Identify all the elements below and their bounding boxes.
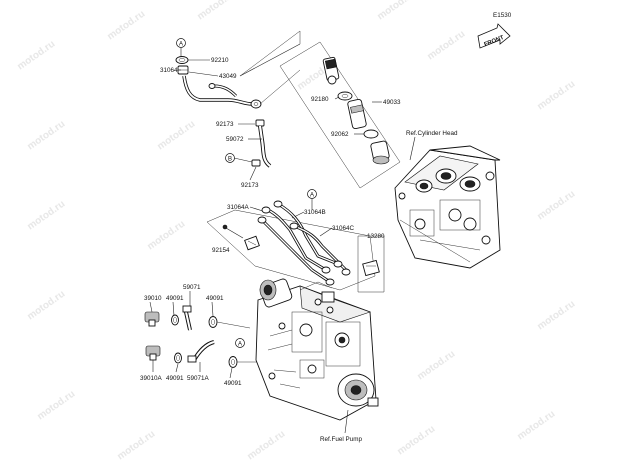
watermark-text: motod.ru bbox=[35, 389, 77, 423]
fuel-pipe-31064 bbox=[182, 75, 262, 109]
marker-a-label: A bbox=[179, 42, 183, 48]
ref-cylinder-head: Ref.Cylinder Head bbox=[406, 130, 458, 137]
ref-fuel-pump: Ref.Fuel Pump bbox=[320, 436, 362, 443]
watermark-text: motod.ru bbox=[145, 219, 187, 253]
watermark-text: motod.ru bbox=[395, 424, 437, 458]
marker-a-lower: A bbox=[235, 338, 245, 348]
marker-b-label: B bbox=[228, 157, 232, 163]
watermark-text: motod.ru bbox=[415, 349, 457, 383]
label-49091-d: 49091 bbox=[224, 380, 242, 387]
label-92180: 92180 bbox=[311, 96, 329, 103]
washer-49091-c bbox=[174, 352, 182, 364]
washer-92180 bbox=[337, 91, 353, 101]
watermark-text: motod.ru bbox=[15, 39, 57, 73]
watermark-text: motod.ru bbox=[375, 0, 417, 22]
label-92173-lower: 92173 bbox=[241, 182, 259, 189]
label-43049: 43049 bbox=[219, 73, 237, 80]
fuel-pump bbox=[255, 278, 379, 421]
watermark-text: motod.ru bbox=[195, 0, 237, 22]
banjo-bolt-39010 bbox=[144, 311, 160, 327]
diagram-code: E1530 bbox=[493, 12, 512, 19]
watermark-text: motod.ru bbox=[425, 29, 467, 63]
label-49091-b: 49091 bbox=[206, 295, 224, 302]
label-59072: 59072 bbox=[226, 136, 244, 143]
injection-pipes bbox=[206, 200, 376, 291]
watermark-text: motod.ru bbox=[245, 429, 287, 463]
watermark-text: motod.ru bbox=[535, 79, 577, 113]
label-39010a: 39010A bbox=[140, 375, 163, 382]
marker-a-middle-label: A bbox=[310, 193, 314, 199]
label-39010: 39010 bbox=[144, 295, 162, 302]
watermark-text: motod.ru bbox=[105, 9, 147, 43]
watermark-text: motod.ru bbox=[25, 119, 67, 153]
label-59071a: 59071A bbox=[187, 375, 210, 382]
label-13280: 13280 bbox=[367, 233, 385, 240]
label-92210: 92210 bbox=[211, 57, 229, 64]
injector-nozzle bbox=[322, 56, 340, 85]
watermark-text: motod.ru bbox=[155, 119, 197, 153]
marker-a-middle: A bbox=[307, 189, 317, 199]
label-31064c: 31064C bbox=[332, 225, 355, 232]
label-92154: 92154 bbox=[212, 247, 230, 254]
hose-59072 bbox=[258, 125, 272, 168]
label-49091-c: 49091 bbox=[166, 375, 184, 382]
hose-59071a bbox=[187, 340, 215, 363]
washer-49091-a bbox=[171, 314, 179, 326]
clamp-92173-lower bbox=[251, 159, 261, 167]
watermark-text: motod.ru bbox=[535, 299, 577, 333]
washer-49091-b bbox=[208, 316, 218, 328]
banjo-bolt-39010a bbox=[145, 345, 161, 361]
marker-a-lower-label: A bbox=[238, 342, 242, 348]
label-92062: 92062 bbox=[331, 131, 349, 138]
watermark-text: motod.ru bbox=[535, 189, 577, 223]
watermark-text: motod.ru bbox=[25, 199, 67, 233]
clamp-92173-upper bbox=[255, 119, 265, 127]
watermark-text: motod.ru bbox=[25, 289, 67, 323]
clamp-92154 bbox=[244, 235, 260, 251]
seal-92062 bbox=[363, 129, 379, 139]
label-92173-upper: 92173 bbox=[216, 121, 234, 128]
watermark-text: motod.ru bbox=[115, 429, 157, 463]
injector-tip bbox=[370, 140, 390, 165]
label-49091-a: 49091 bbox=[166, 295, 184, 302]
o-ring-92210 bbox=[175, 56, 189, 64]
label-49033: 49033 bbox=[383, 99, 401, 106]
cylinder-head bbox=[394, 145, 501, 269]
label-31064a: 31064A bbox=[227, 204, 250, 211]
injector-body bbox=[347, 98, 367, 130]
hose-59071 bbox=[182, 305, 192, 331]
washer-49091-d bbox=[228, 356, 238, 368]
label-31064b: 31064B bbox=[304, 209, 326, 216]
label-59071: 59071 bbox=[183, 284, 201, 291]
front-arrow-icon: FRONT bbox=[477, 23, 511, 49]
marker-a-top: A bbox=[176, 38, 186, 48]
label-31064: 31064 bbox=[160, 67, 178, 74]
marker-b: B bbox=[225, 153, 235, 163]
watermark-text: motod.ru bbox=[515, 409, 557, 443]
injector-box bbox=[279, 41, 401, 189]
clamp-13280 bbox=[357, 235, 385, 293]
